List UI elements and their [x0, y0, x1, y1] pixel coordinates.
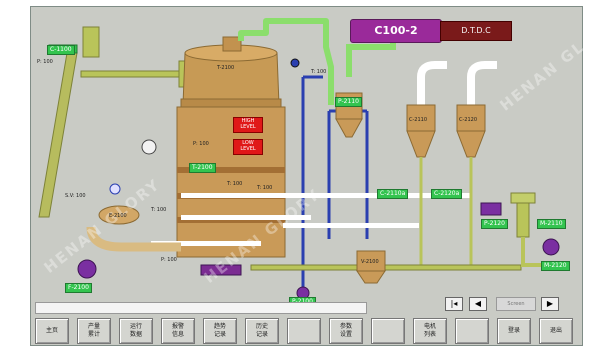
tag-heater: E-2100	[109, 213, 127, 219]
motor-bottom	[200, 264, 242, 276]
tag-receiver: V-2100	[361, 259, 379, 265]
exhaust-2	[467, 61, 497, 105]
label-pump-mid[interactable]: P-2110	[335, 97, 362, 107]
alarm-lower: LOW LEVEL	[233, 139, 263, 155]
label-right-3[interactable]: M-2120	[541, 261, 570, 271]
fan-left	[77, 259, 97, 279]
tower-body	[176, 106, 286, 258]
status-bar	[35, 302, 367, 314]
history-button[interactable]: 历史记录	[245, 318, 279, 344]
alarm-info-button[interactable]: 报警信息	[161, 318, 195, 344]
reading-heater-temp: T: 100	[151, 207, 167, 213]
nav-first-button[interactable]: |◂	[445, 297, 463, 311]
reading-pressure: P: 100	[193, 141, 209, 147]
exhaust-1	[417, 61, 447, 105]
label-top-left[interactable]: C-1100	[47, 45, 75, 55]
pump-right	[542, 238, 560, 256]
label-cyclone-1[interactable]: C-2110a	[377, 189, 409, 199]
page-field: Screen	[496, 297, 536, 311]
tag-cyclone-2: C-2120	[459, 117, 478, 123]
reading-flow-left: P: 100	[37, 59, 53, 65]
login-button[interactable]: 登录	[497, 318, 531, 344]
cyclone-2	[456, 104, 486, 132]
process-screen: HENAN GLORY HENAN GLORY HENAN GL C100-2 …	[30, 6, 588, 346]
cyclone-1	[406, 104, 436, 132]
reading-temp-top: T: 100	[311, 69, 327, 75]
blank-button-3[interactable]	[455, 318, 489, 344]
screen-subtitle: D.T.D.C	[440, 21, 512, 41]
trend-button[interactable]: 趋势记录	[203, 318, 237, 344]
home-button[interactable]: 主页	[35, 318, 69, 344]
blank-button-2[interactable]	[371, 318, 405, 344]
air-heater	[98, 205, 140, 225]
reading-t2-temp: T: 100	[257, 185, 273, 191]
reading-temp-mid: T: 100	[227, 181, 243, 187]
feed-hopper	[82, 26, 100, 58]
bottom-conveyor	[250, 264, 522, 271]
tag-cyclone-1: C-2110	[409, 117, 428, 123]
settings-button[interactable]: 参数设置	[329, 318, 363, 344]
process-diagram	[38, 18, 567, 300]
output-total-button[interactable]: 产量累计	[77, 318, 111, 344]
label-fan-left[interactable]: F-2100	[65, 283, 92, 293]
gauge-icon	[141, 139, 157, 155]
blank-button-1[interactable]	[287, 318, 321, 344]
nav-prev-button[interactable]: ◀	[469, 297, 487, 311]
tag-tower: T-2100	[217, 65, 235, 71]
run-data-button[interactable]: 运行数据	[119, 318, 153, 344]
valve-icon	[109, 183, 121, 195]
label-right-2[interactable]: M-2110	[537, 219, 566, 229]
reading-steam: S.V: 100	[65, 193, 86, 199]
nav-next-button[interactable]: ▶	[541, 297, 559, 311]
label-cyclone-2[interactable]: C-2120a	[431, 189, 463, 199]
label-right-1[interactable]: P-2120	[481, 219, 508, 229]
exit-button[interactable]: 退出	[539, 318, 573, 344]
alarm-upper: HIGH LEVEL	[233, 117, 263, 133]
screw-conveyor	[80, 70, 182, 78]
function-button-bar: 主页 产量累计 运行数据 报警信息 趋势记录 历史记录 参数设置 电机列表 登录…	[35, 318, 580, 345]
vapor-line	[238, 18, 334, 105]
label-tower-mid[interactable]: T-2100	[189, 163, 216, 173]
screen-title: C100-2	[350, 19, 442, 43]
motor-list-button[interactable]: 电机列表	[413, 318, 447, 344]
reading-bottom-speed: P: 100	[161, 257, 177, 263]
